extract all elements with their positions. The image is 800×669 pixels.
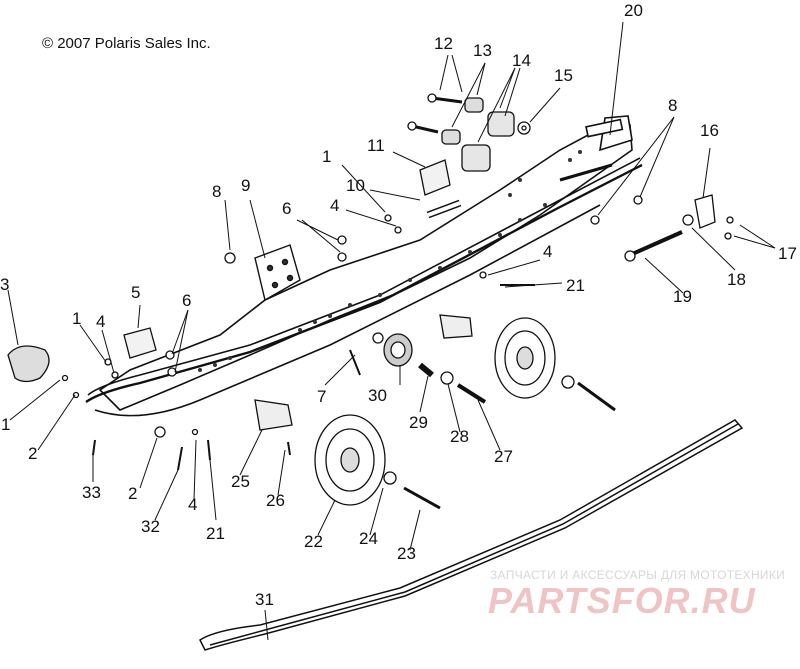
callout-26: 26 [266, 491, 285, 510]
callout-6-left: 6 [182, 291, 191, 310]
callout-29: 29 [409, 413, 428, 432]
callout-16: 16 [700, 121, 719, 140]
copyright-notice: © 2007 Polaris Sales Inc. [42, 35, 211, 52]
callout-32: 32 [141, 517, 160, 536]
wear-strip [199, 419, 744, 651]
callout-4-right: 4 [543, 242, 552, 261]
part-wheel-upper [494, 317, 556, 399]
callout-2-left: 2 [28, 444, 37, 463]
callout-7: 7 [317, 387, 326, 406]
callout-9: 9 [241, 176, 250, 195]
part-wheel-lower-22 [314, 414, 386, 506]
callout-13: 13 [473, 41, 492, 60]
callout-27: 27 [494, 447, 513, 466]
callout-30: 30 [368, 386, 387, 405]
callout-18: 18 [727, 270, 746, 289]
part-washer-15 [517, 121, 531, 135]
callout-22: 22 [304, 532, 323, 551]
callout-12: 12 [434, 34, 453, 53]
callout-21-bottom: 21 [206, 524, 225, 543]
part-spacer-30 [383, 333, 413, 367]
part-bushings-13 [441, 97, 484, 145]
part-pin-10 [426, 199, 462, 219]
part-bolt-19 [624, 230, 683, 262]
callout-6-top: 6 [282, 199, 291, 218]
part-blocks-14 [461, 111, 515, 172]
part-axle-25 [254, 314, 473, 431]
callout-4-top: 4 [330, 196, 339, 215]
watermark-tagline: ЗАПЧАСТИ И АКСЕССУАРЫ ДЛЯ МОТОТЕХНИКИ [490, 568, 786, 582]
callout-24: 24 [359, 529, 378, 548]
part-bolts-misc [61, 195, 643, 510]
callout-11: 11 [367, 136, 385, 155]
callout-15: 15 [554, 66, 573, 85]
callout-4-bottom: 4 [188, 495, 197, 514]
part-block-5 [123, 327, 157, 359]
bracket-plate [254, 244, 301, 302]
callout-14: 14 [512, 51, 531, 70]
part-clamp-16 [682, 194, 734, 240]
callout-19: 19 [673, 287, 692, 306]
callout-3: 3 [0, 275, 9, 294]
callout-2-bottom: 2 [128, 484, 137, 503]
callout-labels: 20 12 13 14 15 11 1 10 4 8 9 6 8 16 17 1… [0, 1, 797, 609]
callout-1-left: 1 [72, 309, 81, 328]
part-block-11 [419, 159, 451, 196]
callout-8-left: 8 [212, 182, 221, 201]
callout-28: 28 [450, 427, 469, 446]
watermark-logo: PARTSFOR.RU [488, 580, 756, 621]
callout-31: 31 [255, 590, 274, 609]
callout-33: 33 [82, 483, 101, 502]
callout-17: 17 [778, 244, 797, 263]
callout-1-bottom: 1 [1, 415, 10, 434]
callout-8-right: 8 [668, 96, 677, 115]
part-bolts-12 [407, 93, 463, 134]
callout-25: 25 [231, 472, 250, 491]
leader-lines [7, 21, 776, 641]
callout-1-top: 1 [322, 147, 331, 166]
callout-21-right: 21 [566, 276, 585, 295]
callout-4-left: 4 [96, 312, 105, 331]
part-shoe-3 [7, 345, 50, 383]
callout-5: 5 [131, 283, 140, 302]
rail-frame [85, 115, 643, 417]
callout-20: 20 [624, 1, 643, 20]
callout-10: 10 [346, 176, 365, 195]
callout-23: 23 [397, 544, 416, 563]
